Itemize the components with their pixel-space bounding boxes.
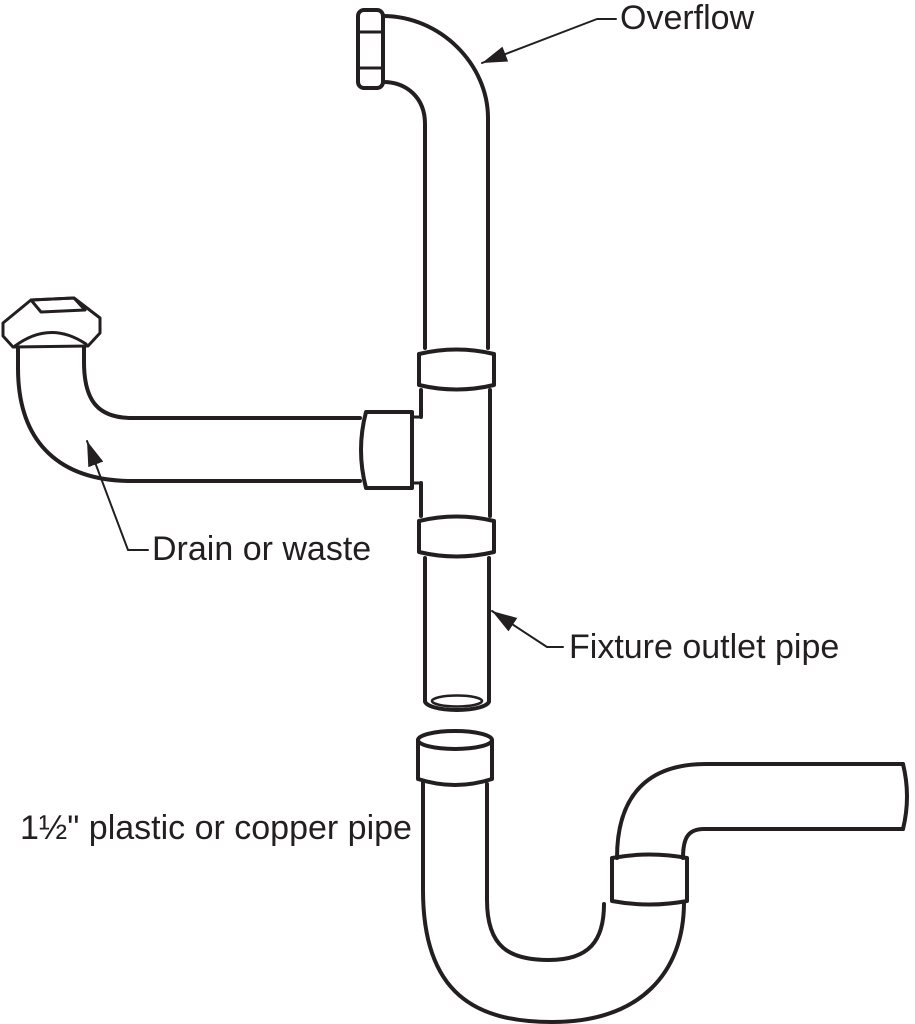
trap-u-outer: [421, 888, 686, 1024]
fixture-outlet-pipe-drawing: [423, 556, 491, 712]
coupling-upper: [417, 347, 496, 392]
overflow-flange-lines: [356, 30, 385, 70]
trap-inlet-nut-top: [416, 729, 494, 751]
hex-nut-top-face: [29, 296, 87, 314]
hex-nut: [1, 296, 102, 349]
overflow-flange: [356, 8, 385, 90]
trap-u-inner: [485, 898, 606, 962]
label-pipe-size: 1½" plastic or copper pipe: [20, 809, 412, 847]
label-drain-or-waste: Drain or waste: [152, 530, 371, 568]
trap-outlet-end: [901, 762, 909, 831]
fixture-pipe-opening: [430, 694, 484, 708]
trap-inlet-leg: [421, 780, 489, 902]
callout-leaders: [86, 18, 617, 648]
fixture-pipe-end: [423, 699, 491, 712]
drain-arm-drawing: [1, 296, 414, 490]
overflow-pipe-drawing: [356, 8, 490, 350]
hex-nut-shoulder: [13, 331, 88, 348]
trap-outlet-inner: [681, 827, 905, 860]
tee-fitting-drawing: [410, 388, 492, 518]
drain-elbow-outer: [16, 344, 362, 483]
trap-inlet-nut-body: [416, 738, 494, 787]
label-overflow: Overflow: [620, 0, 755, 37]
trap-outlet-outer: [615, 762, 905, 860]
label-fixture-outlet-pipe: Fixture outlet pipe: [569, 628, 839, 666]
slip-nut: [359, 410, 414, 490]
overflow-elbow-inner: [381, 80, 427, 350]
drain-elbow-inner: [82, 342, 362, 420]
overflow-elbow-outer: [381, 14, 490, 350]
fixture-pipe-walls: [423, 556, 491, 703]
trap-coupling: [610, 852, 689, 907]
overflow-leader-arrow: [481, 18, 617, 64]
coupling-lower: [417, 514, 496, 559]
fixture-leader-arrow: [491, 610, 564, 648]
drain-leader-arrow: [86, 440, 149, 551]
p-trap-drawing: [416, 729, 909, 1024]
